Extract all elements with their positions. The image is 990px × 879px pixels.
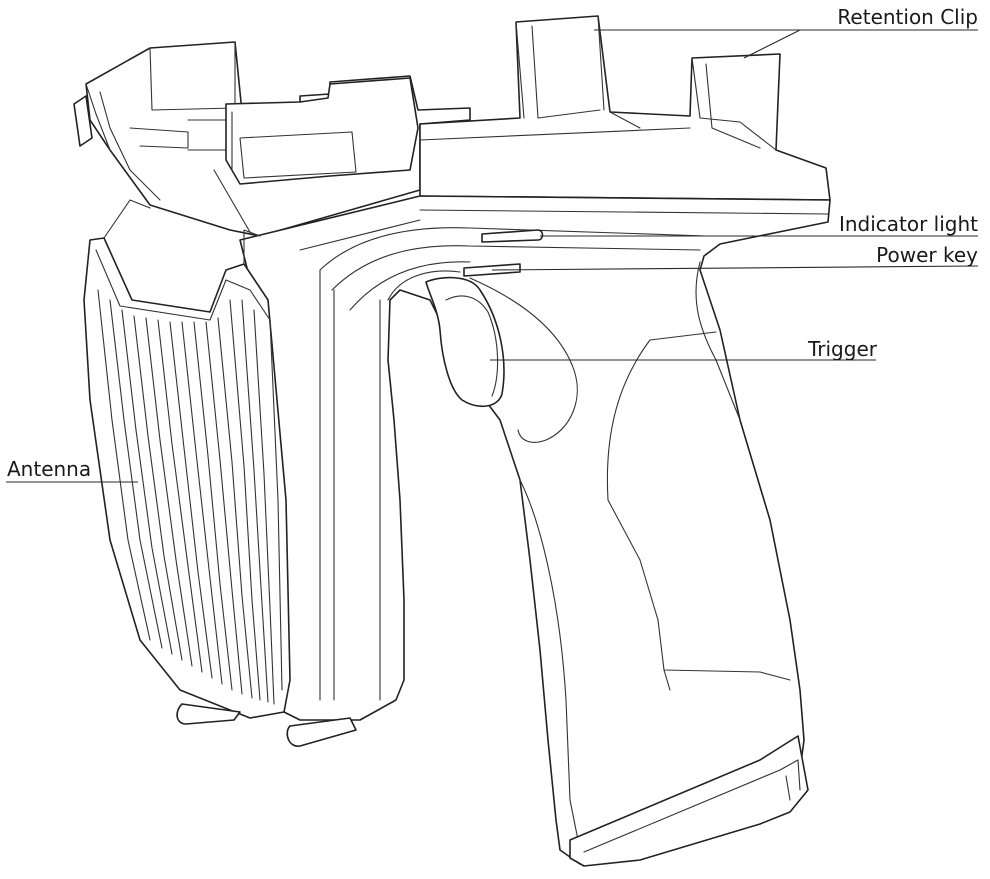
leader-retention-clip-2 bbox=[743, 29, 801, 59]
antenna-label: Antenna bbox=[7, 457, 92, 481]
trigger-label: Trigger bbox=[808, 337, 877, 361]
indicator-light-label: Indicator light bbox=[838, 212, 978, 236]
leader-power-key bbox=[491, 265, 979, 271]
trigger bbox=[425, 276, 578, 443]
grip-handle bbox=[519, 261, 809, 867]
power-key-label: Power key bbox=[876, 243, 978, 267]
main-body bbox=[239, 195, 831, 865]
cradle-front-right bbox=[419, 15, 831, 201]
leader-lines bbox=[6, 29, 979, 483]
antenna-grille bbox=[97, 289, 275, 705]
antenna-panel bbox=[83, 199, 357, 747]
cradle-rear-left bbox=[73, 41, 471, 237]
retention-clip-label: Retention Clip bbox=[837, 5, 978, 29]
